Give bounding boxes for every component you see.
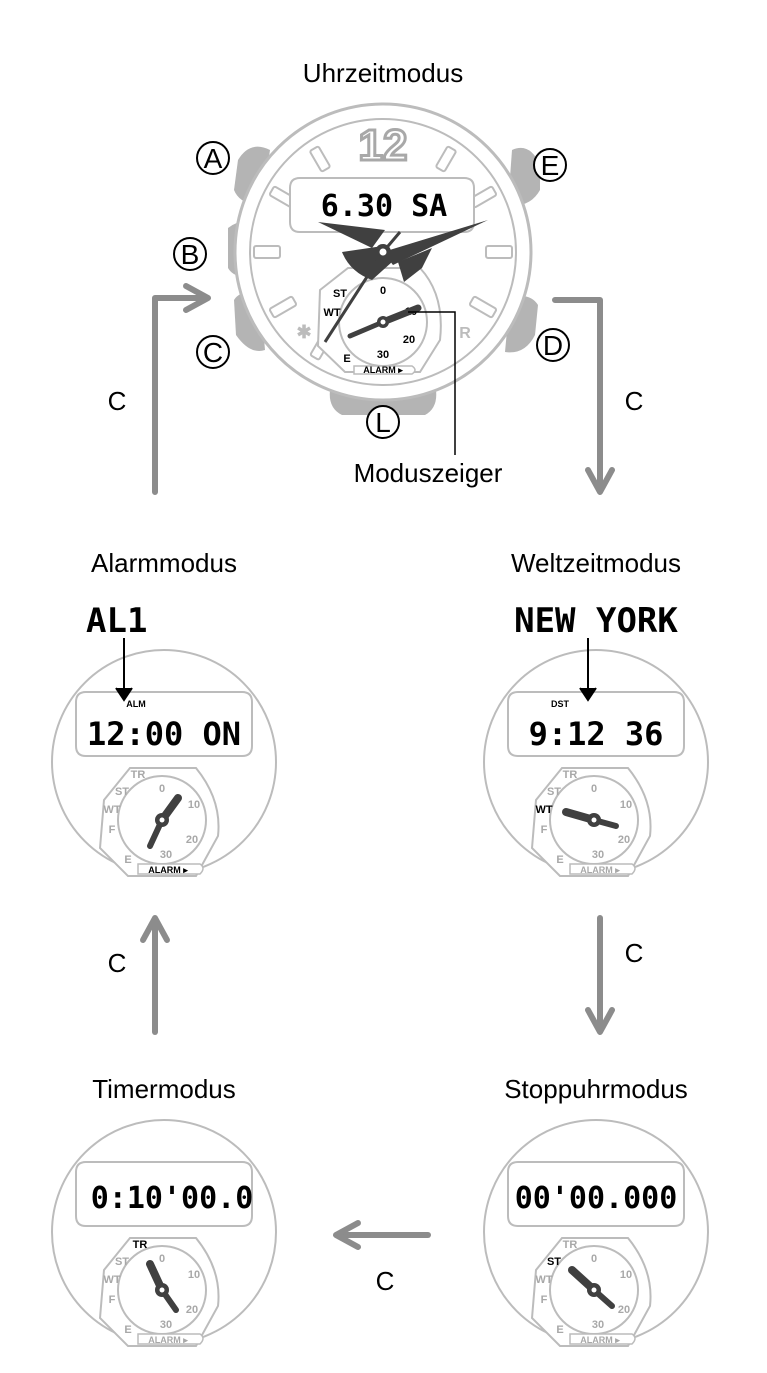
svg-text:0: 0 (159, 783, 165, 795)
svg-text:WT: WT (103, 1274, 120, 1286)
button-e: E (533, 148, 567, 182)
transition-c-4: C (108, 948, 127, 978)
svg-text:10: 10 (188, 1269, 200, 1281)
alarm-pointer (115, 638, 133, 702)
svg-text:F: F (109, 1294, 116, 1306)
svg-text:WT: WT (535, 1274, 552, 1286)
arrow-alarm-to-time (152, 283, 211, 495)
svg-text:20: 20 (403, 334, 415, 346)
arrow-stopwatch-to-timer (333, 1220, 431, 1250)
svg-text:E: E (124, 854, 131, 866)
world-city: NEW YORK (514, 601, 678, 641)
svg-text:D: D (543, 330, 563, 361)
alarm-badge: ALM (126, 699, 146, 709)
svg-text:10: 10 (620, 1269, 632, 1281)
svg-text:A: A (204, 143, 223, 174)
svg-text:E: E (541, 150, 560, 181)
timer-watch: 0:10'00.0 ST WT F E 0 10 20 30 TR ALARM … (51, 1119, 277, 1347)
svg-text:20: 20 (186, 1304, 198, 1316)
transition-c-5: C (376, 1266, 395, 1296)
twelve-numeral: 12 (359, 121, 408, 170)
svg-text:E: E (556, 854, 563, 866)
svg-text:TR: TR (563, 1239, 578, 1251)
button-l: L (366, 405, 400, 439)
svg-text:WT: WT (323, 307, 340, 319)
transition-c-2: C (625, 386, 644, 416)
mode-hand-label: Moduszeiger (354, 458, 503, 488)
svg-text:F: F (541, 824, 548, 836)
svg-text:ALARM ▸: ALARM ▸ (148, 1335, 188, 1345)
bluetooth-icon: ✱ (296, 322, 311, 342)
svg-text:0: 0 (380, 285, 386, 297)
button-b: B (173, 237, 207, 271)
svg-text:WT: WT (535, 804, 552, 816)
svg-text:TR: TR (133, 1239, 148, 1251)
svg-text:E: E (124, 1324, 131, 1336)
alarm-mode-title: Alarmmodus (91, 548, 237, 578)
stopwatch-subdial: TR WT F E 0 10 20 30 ST ALARM ▸ (530, 1237, 652, 1347)
alarm-watch: ALM 12:00 ON TR ST WT F E 0 10 20 30 ALA… (51, 649, 277, 877)
svg-text:20: 20 (186, 834, 198, 846)
time-display: 6.30 SA (321, 189, 447, 224)
timer-mode-title: Timermodus (92, 1074, 236, 1104)
svg-text:C: C (203, 337, 223, 368)
button-c: C (196, 335, 230, 369)
svg-text:B: B (181, 239, 200, 270)
arrow-d-to-world (552, 297, 615, 495)
button-a: A (196, 141, 230, 175)
timer-subdial: ST WT F E 0 10 20 30 TR ALARM ▸ (98, 1237, 220, 1347)
alarm-number: AL1 (86, 601, 147, 641)
svg-text:ST: ST (547, 1256, 561, 1268)
svg-text:WT: WT (103, 804, 120, 816)
svg-text:F: F (109, 824, 116, 836)
svg-text:10: 10 (188, 799, 200, 811)
transition-c-1: C (108, 386, 127, 416)
r-mark: R (459, 325, 471, 342)
world-mode-title: Weltzeitmodus (511, 548, 681, 578)
svg-text:ALARM ▸: ALARM ▸ (148, 865, 188, 875)
time-mode-title: Uhrzeitmodus (303, 58, 463, 88)
stopwatch-display: 00'00.000 (515, 1181, 678, 1216)
svg-text:ALARM ▸: ALARM ▸ (580, 1335, 620, 1345)
transition-c-3: C (625, 938, 644, 968)
stopwatch-watch: 00'00.000 TR WT F E 0 10 20 30 ST ALARM … (483, 1119, 709, 1347)
svg-text:TR: TR (131, 769, 146, 781)
world-pointer (579, 638, 597, 702)
arrow-world-to-stopwatch (585, 915, 615, 1035)
svg-text:ST: ST (115, 1256, 129, 1268)
svg-text:ST: ST (547, 786, 561, 798)
svg-text:10: 10 (620, 799, 632, 811)
svg-text:30: 30 (592, 1319, 604, 1331)
world-subdial: TR ST F E 0 10 20 30 WT ALARM ▸ (530, 767, 652, 877)
svg-text:30: 30 (160, 849, 172, 861)
world-watch: DST 9:12 36 TR ST F E 0 10 20 30 WT ALAR… (483, 649, 709, 877)
svg-text:ST: ST (333, 288, 347, 300)
alarm-subdial: TR ST WT F E 0 10 20 30 ALARM ▸ (98, 767, 220, 877)
world-badge: DST (551, 699, 570, 709)
arrow-timer-to-alarm (140, 915, 170, 1035)
timer-display: 0:10'00.0 (91, 1181, 254, 1216)
svg-text:ALARM ▸: ALARM ▸ (363, 365, 403, 375)
svg-text:30: 30 (592, 849, 604, 861)
stopwatch-mode-title: Stoppuhrmodus (504, 1074, 688, 1104)
svg-text:ALARM ▸: ALARM ▸ (580, 865, 620, 875)
svg-text:30: 30 (160, 1319, 172, 1331)
svg-text:L: L (375, 407, 391, 438)
svg-text:0: 0 (159, 1253, 165, 1265)
world-display: 9:12 36 (529, 715, 664, 753)
svg-text:TR: TR (563, 769, 578, 781)
svg-text:F: F (541, 1294, 548, 1306)
svg-text:ST: ST (115, 786, 129, 798)
alarm-display: 12:00 ON (87, 715, 241, 753)
svg-text:0: 0 (591, 783, 597, 795)
svg-text:E: E (556, 1324, 563, 1336)
svg-text:20: 20 (618, 834, 630, 846)
button-d: D (536, 328, 570, 362)
svg-text:E: E (343, 353, 350, 365)
main-watch: 12 6.30 SA 0 10 20 30 ST WT E ALARM ▸ ✱ … (173, 102, 570, 488)
svg-text:0: 0 (591, 1253, 597, 1265)
svg-text:20: 20 (618, 1304, 630, 1316)
svg-text:30: 30 (377, 349, 389, 361)
